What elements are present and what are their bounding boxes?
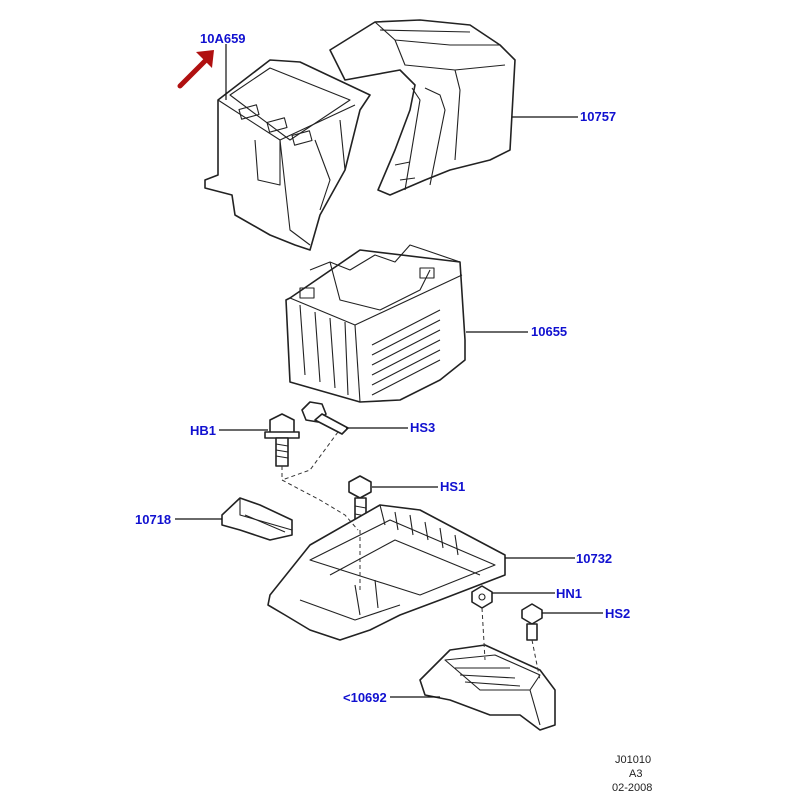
bolt-hs2 bbox=[521, 603, 543, 641]
battery-tray bbox=[267, 504, 506, 641]
highlight-arrow bbox=[177, 50, 214, 89]
battery-front-cover bbox=[204, 59, 371, 251]
battery-clamp bbox=[221, 497, 293, 541]
callout-hs3: HS3 bbox=[410, 420, 435, 435]
callout-10655: 10655 bbox=[531, 324, 567, 339]
callout-hs2: HS2 bbox=[605, 606, 630, 621]
drawing-date: 02-2008 bbox=[612, 782, 652, 794]
nut-hn1 bbox=[471, 585, 493, 609]
callout-hs1: HS1 bbox=[440, 479, 465, 494]
bolt-hb1 bbox=[264, 413, 300, 467]
callout-hb1: HB1 bbox=[190, 423, 216, 438]
drawing-code: J01010 bbox=[615, 754, 651, 766]
battery-cover-shroud bbox=[329, 19, 516, 196]
battery bbox=[285, 244, 466, 403]
callout-10732: 10732 bbox=[576, 551, 612, 566]
callout-hn1: HN1 bbox=[556, 586, 582, 601]
callout-10a659: 10A659 bbox=[200, 31, 246, 46]
battery-bracket bbox=[419, 644, 556, 731]
leader-lines bbox=[175, 44, 603, 698]
assembly-guide-lines bbox=[281, 431, 541, 681]
callout-10692: <10692 bbox=[343, 690, 387, 705]
callout-10718: 10718 bbox=[135, 512, 171, 527]
drawing-sheet: A3 bbox=[629, 768, 642, 780]
callout-10757: 10757 bbox=[580, 109, 616, 124]
bolt-hs3 bbox=[301, 401, 349, 435]
